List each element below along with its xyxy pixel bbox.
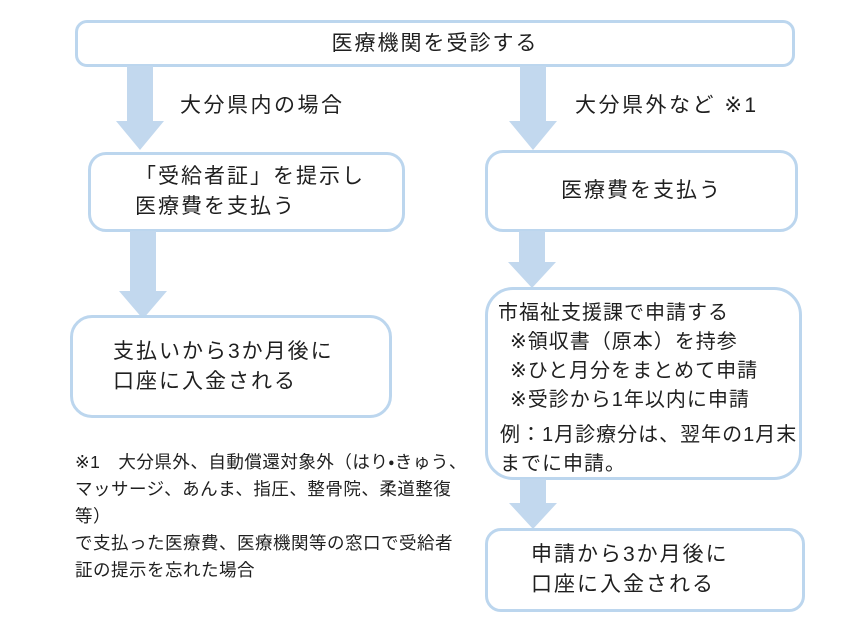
apply-note-receipt: ※領収書（原本）を持参 (510, 331, 738, 353)
node-pay-medical-fee: 医療費を支払う (485, 150, 798, 232)
node-show-certificate-pay-label: 「受給者証」を提示し 医療費を支払う (135, 165, 365, 218)
apply-note-within-one-year: ※受診から1年以内に申請 (510, 389, 750, 411)
apply-example-line1: 例：1月診療分は、翌年の1月末 (500, 424, 798, 446)
node-deposit-after-payment: 支払いから3か月後に 口座に入金される (70, 315, 392, 418)
node-deposit-after-application-label: 申請から3か月後に 口座に入金される (531, 543, 729, 596)
down-arrow-icon (508, 231, 556, 288)
apply-note-monthly: ※ひと月分をまとめて申請 (510, 360, 759, 382)
down-arrow-icon (509, 66, 557, 150)
node-show-certificate-pay: 「受給者証」を提示し 医療費を支払う (88, 152, 405, 232)
down-arrow-icon (119, 231, 167, 319)
node-apply-city-welfare: 市福祉支援課で申請する ※領収書（原本）を持参 ※ひと月分をまとめて申請 ※受診… (485, 287, 802, 480)
apply-example-line2: までに申請。 (500, 453, 626, 475)
down-arrow-icon (509, 479, 557, 529)
node-visit-medical-institution: 医療機関を受診する (75, 20, 795, 67)
branch-label-inside-oita: 大分県内の場合 (180, 94, 345, 117)
node-deposit-after-application: 申請から3か月後に 口座に入金される (485, 528, 805, 612)
branch-label-outside-oita: 大分県外など ※1 (575, 94, 759, 117)
node-visit-label: 医療機関を受診する (331, 31, 539, 55)
down-arrow-icon (116, 66, 164, 150)
node-deposit-after-payment-label: 支払いから3か月後に 口座に入金される (113, 339, 334, 393)
footnote-reference-1: ※1 大分県外、自動償還対象外（はり・きゅう、 マッサージ、あんま、指圧、整骨院… (75, 452, 467, 580)
apply-title: 市福祉支援課で申請する (498, 302, 729, 324)
node-pay-medical-fee-label: 医療費を支払う (561, 179, 722, 202)
